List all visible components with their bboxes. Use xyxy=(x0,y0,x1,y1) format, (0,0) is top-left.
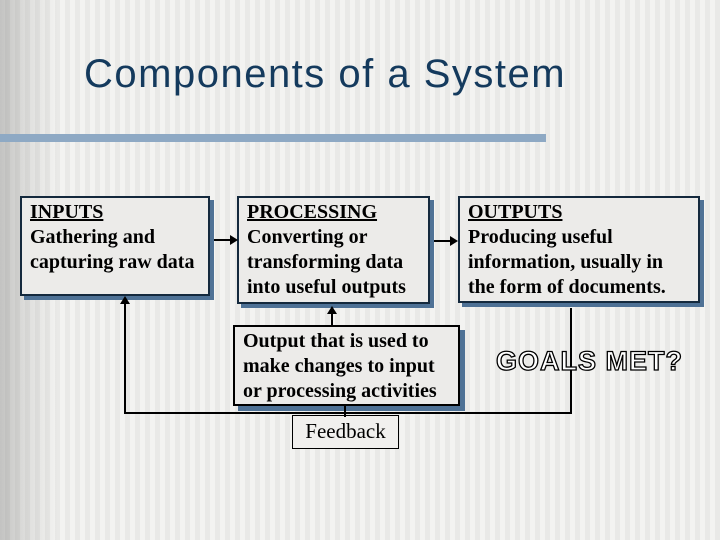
outputs-heading: OUTPUTS xyxy=(468,201,563,223)
processing-body: Converting or transforming data into use… xyxy=(247,226,406,298)
arrow-inputs-to-processing-shaft xyxy=(214,239,231,241)
feedback-label-box: Feedback xyxy=(292,415,399,449)
arrow-note-to-processing-shaft xyxy=(331,313,333,325)
arrow-processing-to-outputs-shaft xyxy=(434,240,451,242)
arrow-right-icon xyxy=(450,236,458,246)
outputs-body: Producing useful information, usually in… xyxy=(468,226,666,298)
feedback-note-body: Output that is used to make changes to i… xyxy=(243,330,437,402)
title-underline-rule xyxy=(0,134,546,142)
processing-heading: PROCESSING xyxy=(247,201,378,223)
processing-box: PROCESSING Converting or transforming da… xyxy=(237,196,430,304)
feedback-loop-left-vertical xyxy=(124,303,126,413)
arrow-up-icon xyxy=(327,306,337,314)
goals-met-text: GOALS MET? xyxy=(495,345,683,376)
arrow-up-icon xyxy=(120,296,130,304)
feedback-label-connector xyxy=(344,406,346,417)
feedback-loop-right-vertical xyxy=(570,308,572,414)
inputs-box: INPUTS Gathering and capturing raw data xyxy=(20,196,210,296)
feedback-loop-bottom-horizontal xyxy=(124,412,572,414)
inputs-body: Gathering and capturing raw data xyxy=(30,226,195,273)
inputs-heading: INPUTS xyxy=(30,201,104,223)
outputs-box: OUTPUTS Producing useful information, us… xyxy=(458,196,700,303)
feedback-note-box: Output that is used to make changes to i… xyxy=(233,325,460,406)
slide-title: Components of a System xyxy=(84,52,567,96)
arrow-right-icon xyxy=(230,235,238,245)
